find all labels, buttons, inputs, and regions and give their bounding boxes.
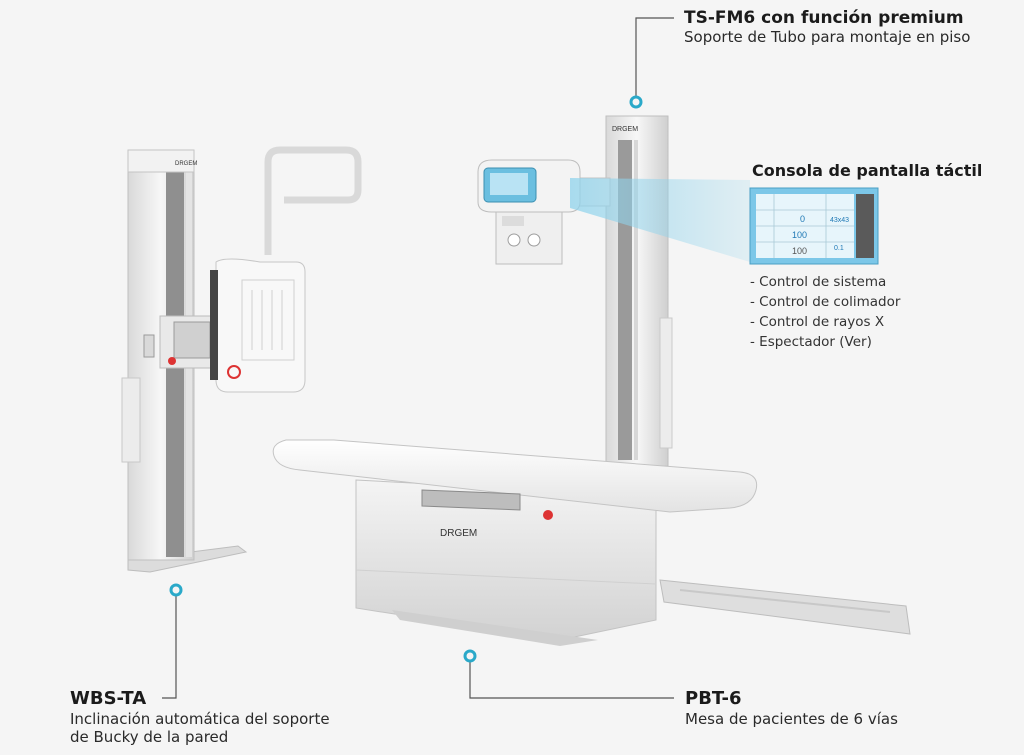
console-zoom-beam: [570, 178, 750, 262]
patient-table: DRGEM: [272, 439, 911, 646]
console-value-2: 100: [792, 230, 807, 240]
feature-item: - Control de colimador: [750, 294, 901, 310]
logo-wall-stand: DRGEM: [175, 161, 197, 167]
wbs-title: WBS-TA: [70, 688, 147, 709]
console-title: Consola de pantalla táctil: [752, 161, 983, 180]
feature-item: - Control de sistema: [750, 274, 887, 290]
wall-bucky-stand: DRGEM: [121, 146, 362, 573]
wbs-subtitle-line1: Inclinación automática del soporte: [70, 709, 330, 728]
pbt-label: PBT-6 Mesa de pacientes de 6 vías: [685, 688, 898, 728]
pbt-subtitle: Mesa de pacientes de 6 vías: [685, 709, 898, 728]
tsfm6-title: TS-FM6 con función premium: [684, 8, 964, 28]
logo-tube-stand: DRGEM: [612, 126, 638, 133]
tube-stand: DRGEM: [477, 115, 673, 467]
console-screen: 0 43x43 100 100 0.1: [749, 187, 879, 265]
wbs-label: WBS-TA Inclinación automática del soport…: [70, 688, 330, 746]
console-feature-list: - Control de sistema - Control de colima…: [750, 272, 900, 352]
console-value-4: 0.1: [834, 245, 844, 252]
callout-markers: [169, 95, 643, 663]
pbt-title: PBT-6: [685, 688, 742, 709]
callout-lines: [162, 17, 674, 699]
marker-wall-stand: [169, 583, 183, 597]
feature-item: - Espectador (Ver): [750, 334, 872, 350]
console-value-0: 0: [800, 214, 805, 224]
tsfm6-subtitle: Soporte de Tubo para montaje en piso: [684, 28, 971, 47]
tsfm6-label: TS-FM6 con función premium Soporte de Tu…: [684, 8, 970, 46]
marker-table: [463, 649, 477, 663]
console-label: Consola de pantalla táctil: [752, 161, 982, 180]
wbs-subtitle-line2: de Bucky de la pared: [70, 727, 229, 746]
feature-item: - Control de rayos X: [750, 314, 885, 330]
console-value-1: 43x43: [830, 217, 849, 224]
logo-table: DRGEM: [440, 528, 477, 539]
console-value-3: 100: [792, 246, 807, 256]
marker-tube-stand: [629, 95, 643, 109]
